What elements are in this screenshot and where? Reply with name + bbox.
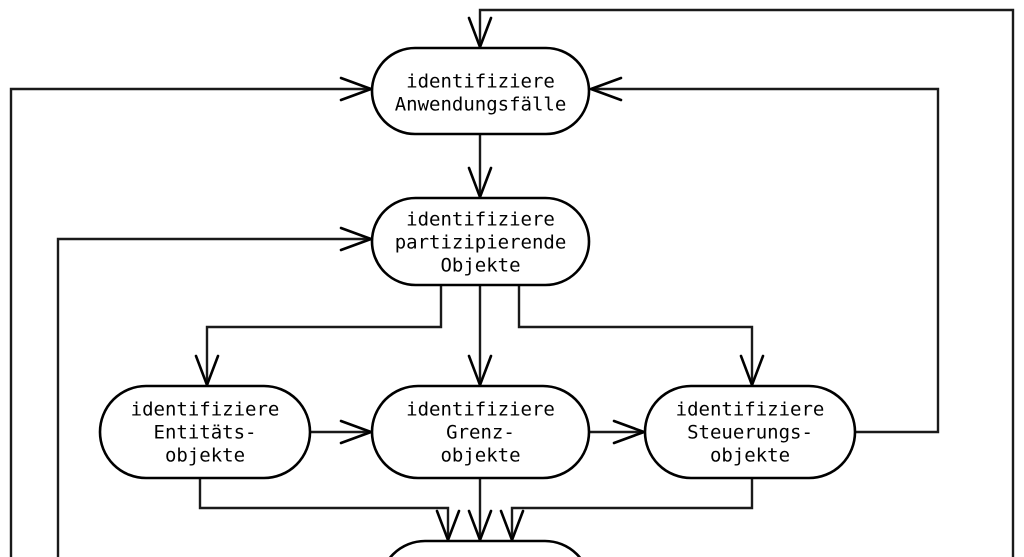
node-anwendungsfaelle[interactable]: identifiziere Anwendungsfälle [370,46,591,136]
node-partizipierende-objekte-line3: Objekte [440,255,520,277]
node-steuerungsobjekte-shape[interactable] [643,384,857,480]
node-grenzobjekte-line3: objekte [440,445,520,467]
node-steuerungsobjekte[interactable]: identifiziere Steuerungs- objekte [643,384,857,480]
node-partizipierende-objekte-shape[interactable] [370,196,591,287]
node-partizipierende-objekte[interactable]: identifiziere partizipierende Objekte [370,196,591,287]
edge-right-loop-steuerungs-into-anwendungsfaelle [589,76,940,434]
node-anwendungsfaelle-shape[interactable] [370,46,591,136]
node-steuerungsobjekte-line2: Steuerungs- [687,422,813,444]
node-bottom-partial[interactable] [380,539,590,557]
node-grenzobjekte[interactable]: identifiziere Grenz- objekte [370,384,591,480]
node-entitaetsobjekte-line2: Entitäts- [154,422,257,444]
node-entitaetsobjekte-line3: objekte [165,445,245,467]
node-steuerungsobjekte-line3: objekte [710,445,790,467]
node-entitaetsobjekte-line1: identifiziere [131,399,280,421]
node-partizipierende-objekte-line2: partizipierende [395,232,567,254]
node-anwendungsfaelle-line2: Anwendungsfälle [395,94,567,116]
node-anwendungsfaelle-line1: identifiziere [406,71,555,93]
node-grenzobjekte-shape[interactable] [370,384,591,480]
node-grenzobjekte-line2: Grenz- [446,422,515,444]
node-steuerungsobjekte-line1: identifiziere [676,399,825,421]
node-entitaetsobjekte-shape[interactable] [98,384,312,480]
node-partizipierende-objekte-line1: identifiziere [406,209,555,231]
node-bottom-partial-shape[interactable] [380,539,590,557]
node-entitaetsobjekte[interactable]: identifiziere Entitäts- objekte [98,384,312,480]
node-grenzobjekte-line1: identifiziere [406,399,555,421]
